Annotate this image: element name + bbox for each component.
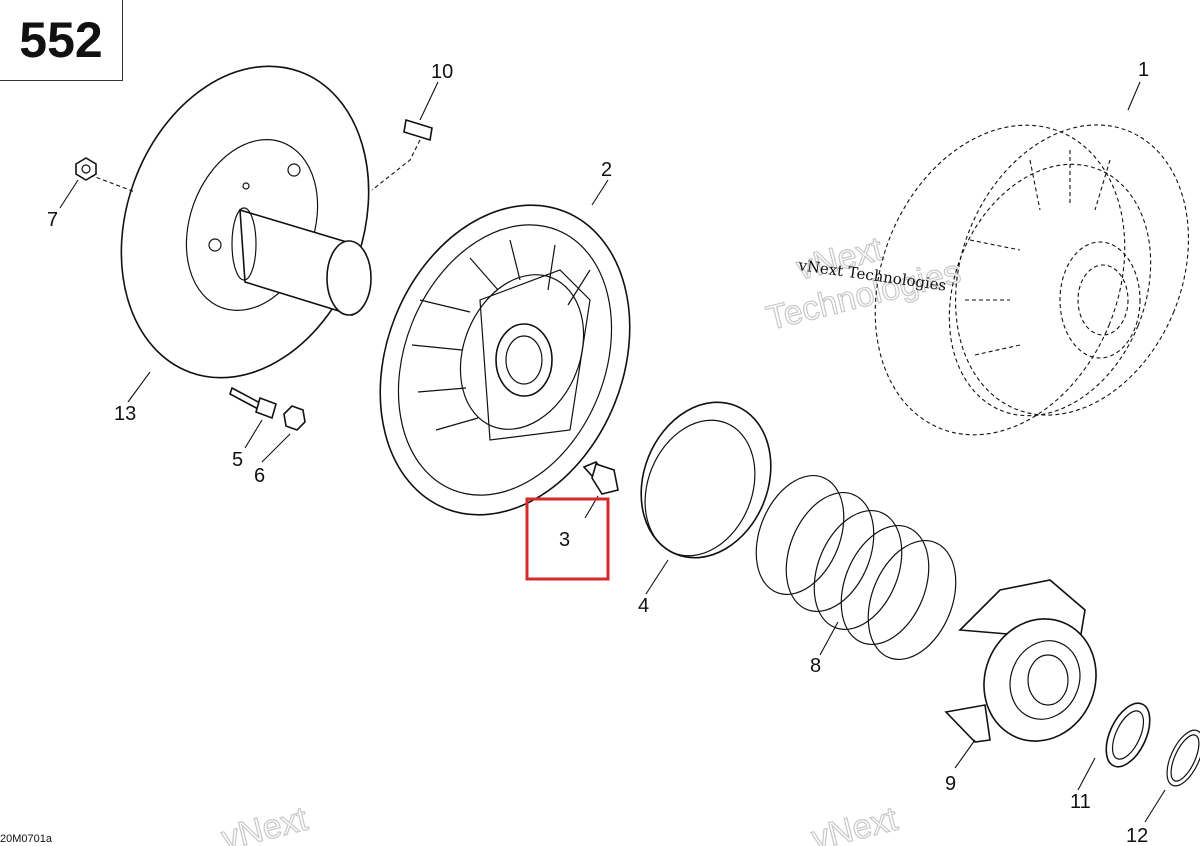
callout-12: 12 — [1126, 825, 1148, 846]
key-part — [403, 81, 439, 142]
callout-13: 13 — [114, 403, 136, 425]
callout-9: 9 — [945, 773, 956, 795]
callout-10: 10 — [431, 61, 453, 83]
drawing-code-label: 20M0701a — [0, 833, 52, 845]
washer-part — [1077, 702, 1151, 791]
cam-part — [944, 579, 1097, 769]
sleeve-ring-part — [640, 401, 772, 595]
fixed-sheave-part — [89, 65, 421, 379]
callout-11: 11 — [1070, 791, 1091, 813]
nut-part — [59, 157, 97, 209]
callout-7: 7 — [47, 209, 58, 231]
callout-numbers: 1 2 3 4 5 6 7 8 9 10 11 12 13 — [47, 59, 1149, 846]
callout-6: 6 — [254, 465, 265, 487]
hex-nut-part — [261, 405, 306, 463]
spring-part — [755, 474, 957, 661]
callout-8: 8 — [810, 655, 821, 677]
page-number-badge: 552 — [0, 0, 123, 81]
movable-sheave-part — [379, 179, 631, 516]
bolt-part — [229, 386, 277, 449]
callout-1: 1 — [1138, 59, 1149, 81]
callout-4: 4 — [638, 595, 649, 617]
callout-5: 5 — [232, 449, 243, 471]
callout-3: 3 — [559, 529, 570, 551]
highlight-box-callout-3 — [525, 497, 610, 581]
retaining-ring-part — [1144, 729, 1200, 823]
leader-13 — [127, 371, 151, 403]
watermark-brand: vNext — [808, 800, 902, 846]
assembly-outline-part-1 — [874, 81, 1189, 436]
callout-2: 2 — [601, 159, 612, 181]
watermark-brand: vNext — [218, 800, 312, 846]
slider-button-part — [582, 461, 619, 519]
